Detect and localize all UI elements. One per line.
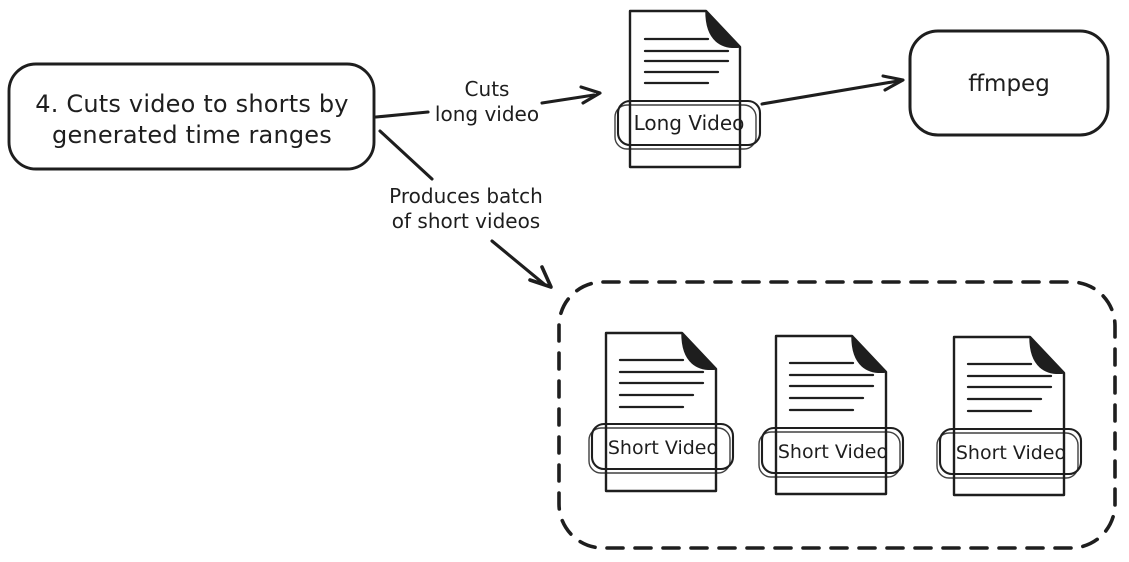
produces-arrow: Produces batch of short videos bbox=[378, 129, 553, 289]
batch-container bbox=[557, 280, 1117, 550]
produces-arrow-shaft-bottom bbox=[490, 239, 546, 286]
folded-corner-icon bbox=[1029, 336, 1065, 375]
short-video-document-1: Short Video bbox=[588, 331, 735, 493]
ffmpeg-label: ffmpeg bbox=[968, 71, 1050, 97]
cuts-arrow: Cuts long video bbox=[374, 77, 602, 126]
label-banner-echo bbox=[936, 432, 1079, 479]
task-box: 4. Cuts video to shorts by generated tim… bbox=[7, 62, 376, 171]
cuts-arrow-shaft-right bbox=[540, 93, 596, 105]
ffmpeg-box: ffmpeg bbox=[908, 29, 1110, 137]
short-video-document-2: Short Video bbox=[758, 334, 905, 496]
task-box-label-line2: generated time ranges bbox=[52, 121, 332, 149]
label-banner-echo bbox=[614, 104, 757, 150]
short-video-document-3: Short Video bbox=[936, 335, 1083, 497]
cuts-arrow-head-icon bbox=[579, 85, 602, 105]
produces-arrow-head-icon bbox=[528, 265, 553, 289]
short-video-label-2: Short Video bbox=[778, 441, 888, 463]
label-banner-echo bbox=[758, 431, 901, 478]
produces-arrow-shaft-top bbox=[378, 129, 434, 181]
cuts-arrow-label-line2: long video bbox=[435, 102, 539, 126]
label-banner bbox=[938, 427, 1083, 476]
task-box-shape bbox=[7, 62, 376, 171]
to-ffmpeg-arrow-head-icon bbox=[881, 74, 905, 92]
label-banner bbox=[590, 422, 735, 471]
cuts-arrow-shaft-left bbox=[374, 110, 430, 119]
produces-arrow-label-line2: of short videos bbox=[392, 209, 540, 233]
long-video-document: Long Video bbox=[614, 9, 762, 169]
long-video-label: Long Video bbox=[634, 111, 745, 135]
short-video-label-1: Short Video bbox=[608, 437, 718, 459]
to-ffmpeg-arrow-shaft bbox=[760, 79, 900, 106]
folded-corner-icon bbox=[705, 10, 741, 49]
label-banner bbox=[616, 99, 762, 147]
label-banner-echo bbox=[588, 427, 731, 474]
short-video-label-3: Short Video bbox=[956, 442, 1066, 464]
ffmpeg-box-shape bbox=[908, 29, 1110, 137]
produces-arrow-label-line1: Produces batch bbox=[389, 184, 543, 208]
cuts-arrow-label-line1: Cuts bbox=[465, 77, 510, 101]
label-banner bbox=[760, 426, 905, 475]
folded-corner-icon bbox=[681, 332, 717, 371]
folded-corner-icon bbox=[851, 335, 887, 374]
batch-container-border bbox=[557, 280, 1117, 550]
to-ffmpeg-arrow bbox=[760, 74, 905, 106]
task-box-label-line1: 4. Cuts video to shorts by bbox=[35, 90, 348, 118]
